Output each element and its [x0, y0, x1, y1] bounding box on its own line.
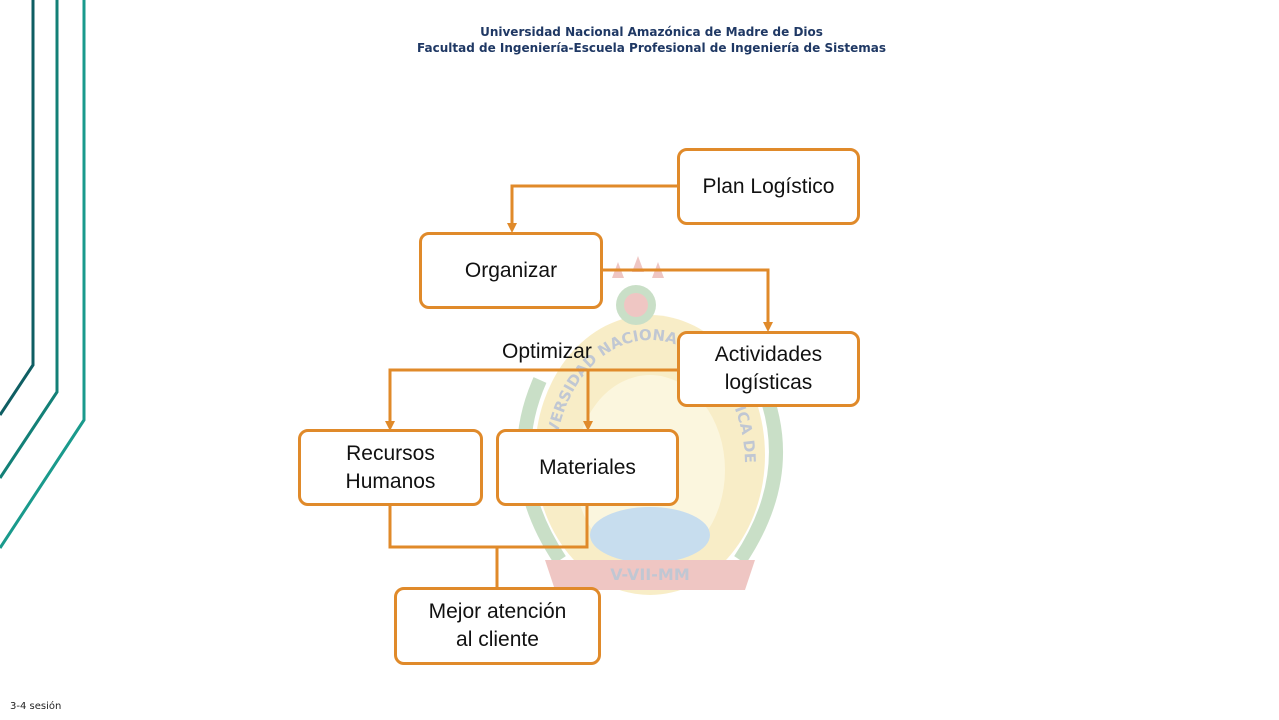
- node-mejor-atencion: Mejor atención al cliente: [394, 587, 601, 665]
- node-actividades-logisticas: Actividades logísticas: [677, 331, 860, 407]
- arrow-organizar-to-actividades: [603, 268, 773, 332]
- node-recursos-humanos: Recursos Humanos: [298, 429, 483, 506]
- header: Universidad Nacional Amazónica de Madre …: [0, 24, 1279, 56]
- header-faculty: Facultad de Ingeniería-Escuela Profesion…: [417, 41, 886, 55]
- arrow-plan-to-organizar: [507, 184, 678, 233]
- node-materiales: Materiales: [496, 429, 679, 506]
- header-university: Universidad Nacional Amazónica de Madre …: [480, 25, 823, 39]
- line-recursos-merge: [388, 505, 497, 549]
- line-materiales-merge: [497, 505, 589, 549]
- label-optimizar: Optimizar: [502, 340, 592, 363]
- seal-ribbon-text: V-VII-MM: [610, 565, 689, 584]
- node-plan-logistico: Plan Logístico: [677, 148, 860, 225]
- arrow-actividades-to-recursos: [385, 368, 678, 431]
- footer-session: 3-4 sesión: [10, 701, 62, 712]
- node-organizar: Organizar: [419, 232, 603, 309]
